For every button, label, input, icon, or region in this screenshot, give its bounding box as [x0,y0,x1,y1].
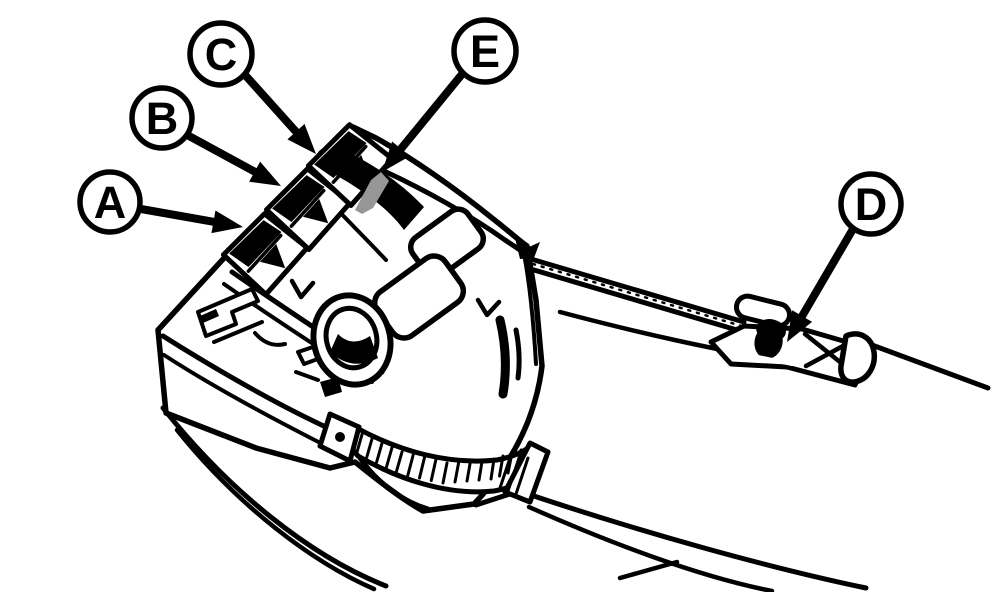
grip-lower-bracket [357,455,431,512]
v-mark-1 [289,278,316,300]
grip-hatch [394,450,404,475]
grip-hatch [406,453,415,477]
grip-hatch [375,440,384,464]
lever-d-assembly [708,293,878,388]
callout-circle-D [838,171,904,237]
grip-ribbed-band [317,411,551,512]
grip-hatch [441,461,449,485]
callout-arrow-head-A [211,210,243,234]
fender-rail [528,256,991,391]
wall-shadow-streak [495,315,510,399]
callout-circle-E [451,17,519,85]
callout-circle-A [77,169,143,235]
callout-circle-B [129,85,195,151]
callout-arrow-shaft-A [137,205,224,227]
body-sweep-lines [160,405,869,592]
callout-label-E: E [470,26,500,77]
slider-e-highlight [355,172,389,214]
callout-D: D [787,171,904,342]
grip-right-cap-hatches [497,450,530,499]
front-face-seam-2 [162,353,340,454]
right-wall-inner-line [522,252,538,366]
grip-hatch [477,458,484,482]
callout-B: B [129,85,281,186]
grip-hatch [453,460,461,484]
panel-openings [371,187,487,341]
callout-E: E [382,17,519,172]
grip-hatch [355,429,365,454]
switch-b [263,166,353,252]
callout-arrow-head-B [249,161,281,186]
grip-left-cap-pin [335,432,345,442]
callout-label-C: C [205,29,238,80]
grip-hatch [489,457,496,481]
grip-hatch [465,459,472,483]
ignition-knob [310,292,394,388]
callout-arrow-head-C [287,123,316,154]
v-mark-2 [475,297,502,318]
fender-end-cap [838,331,878,385]
callout-arrow-shaft-D [795,225,857,326]
panel-rim-line [381,168,526,255]
callouts: ABC E D [77,17,904,342]
grip-hatch [365,434,375,459]
callout-arrow-head-D [787,310,813,342]
wall-shadow-streak-2 [513,327,522,381]
lever-d-flange-gap [751,354,794,366]
callout-label-B: B [146,93,179,144]
callout-arrow-shaft-E [393,69,467,158]
callout-arrow-shaft-C [242,72,304,141]
grip-hatch [384,445,394,470]
switch-bank [220,122,424,297]
callout-arrow-head-E [382,141,410,172]
grip-hatch [429,458,438,482]
lever-d-knob [754,319,786,359]
grip-hatch [418,456,426,480]
callout-A: A [77,169,243,235]
corner-bracket-glyph [515,238,540,259]
knob-shadow-wedge [330,334,378,364]
callout-arrow-shaft-B [185,132,264,179]
grip-hatch [498,454,505,478]
callout-C: C [187,20,316,154]
callout-circle-C [187,20,255,88]
callout-label-D: D [855,179,888,230]
callout-label-A: A [94,177,127,228]
